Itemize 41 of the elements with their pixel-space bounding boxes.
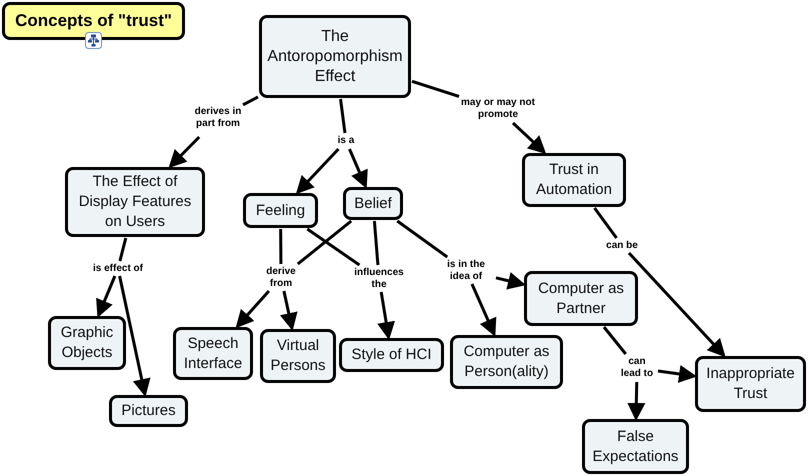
arrow [512, 122, 546, 154]
concept-box: Graphic Objects [48, 316, 126, 370]
arrow [168, 136, 200, 168]
concept-box: Inappropriate Trust [695, 356, 806, 412]
concept-box: False Expectations [582, 419, 689, 474]
concept-box: Computer as Person(ality) [450, 335, 563, 389]
arrow [658, 365, 697, 383]
concept-box: Computer as Partner [524, 271, 638, 326]
concept-box: The Effect of Display Features on Users [65, 167, 205, 237]
linking-phrase: may or may not promote [460, 96, 536, 122]
concept-box: Pictures [109, 395, 188, 427]
concept-box: Speech Interface [173, 327, 253, 380]
arrow [96, 275, 116, 318]
concept-box: The Antoropomorphism Effect [259, 15, 411, 98]
arrow [236, 290, 270, 328]
connector-line [118, 238, 128, 262]
concept-box: Belief [343, 187, 403, 220]
concept-box: Virtual Persons [260, 329, 336, 383]
connector-line [279, 228, 282, 264]
connector-line [242, 96, 259, 106]
arrow [627, 382, 646, 421]
connector-line [602, 326, 627, 355]
arrow [470, 283, 496, 337]
connector-line [372, 220, 380, 266]
concept-box: Feeling [243, 193, 318, 228]
arrow [118, 276, 151, 397]
arrow [296, 148, 340, 194]
arrow [496, 272, 526, 290]
connector-line [593, 207, 618, 239]
arrow [280, 290, 298, 331]
arrow [377, 292, 396, 340]
title-box: Concepts of "trust" [2, 2, 185, 40]
connector-line [339, 98, 346, 134]
connector-line [296, 220, 352, 266]
connector-line [396, 220, 448, 258]
arrow [348, 148, 368, 189]
connector-line [306, 228, 360, 266]
arrow [628, 252, 726, 358]
concept-box: Style of HCI [339, 338, 444, 372]
concept-box: Trust in Automation [522, 153, 626, 207]
connector-line [412, 80, 460, 98]
